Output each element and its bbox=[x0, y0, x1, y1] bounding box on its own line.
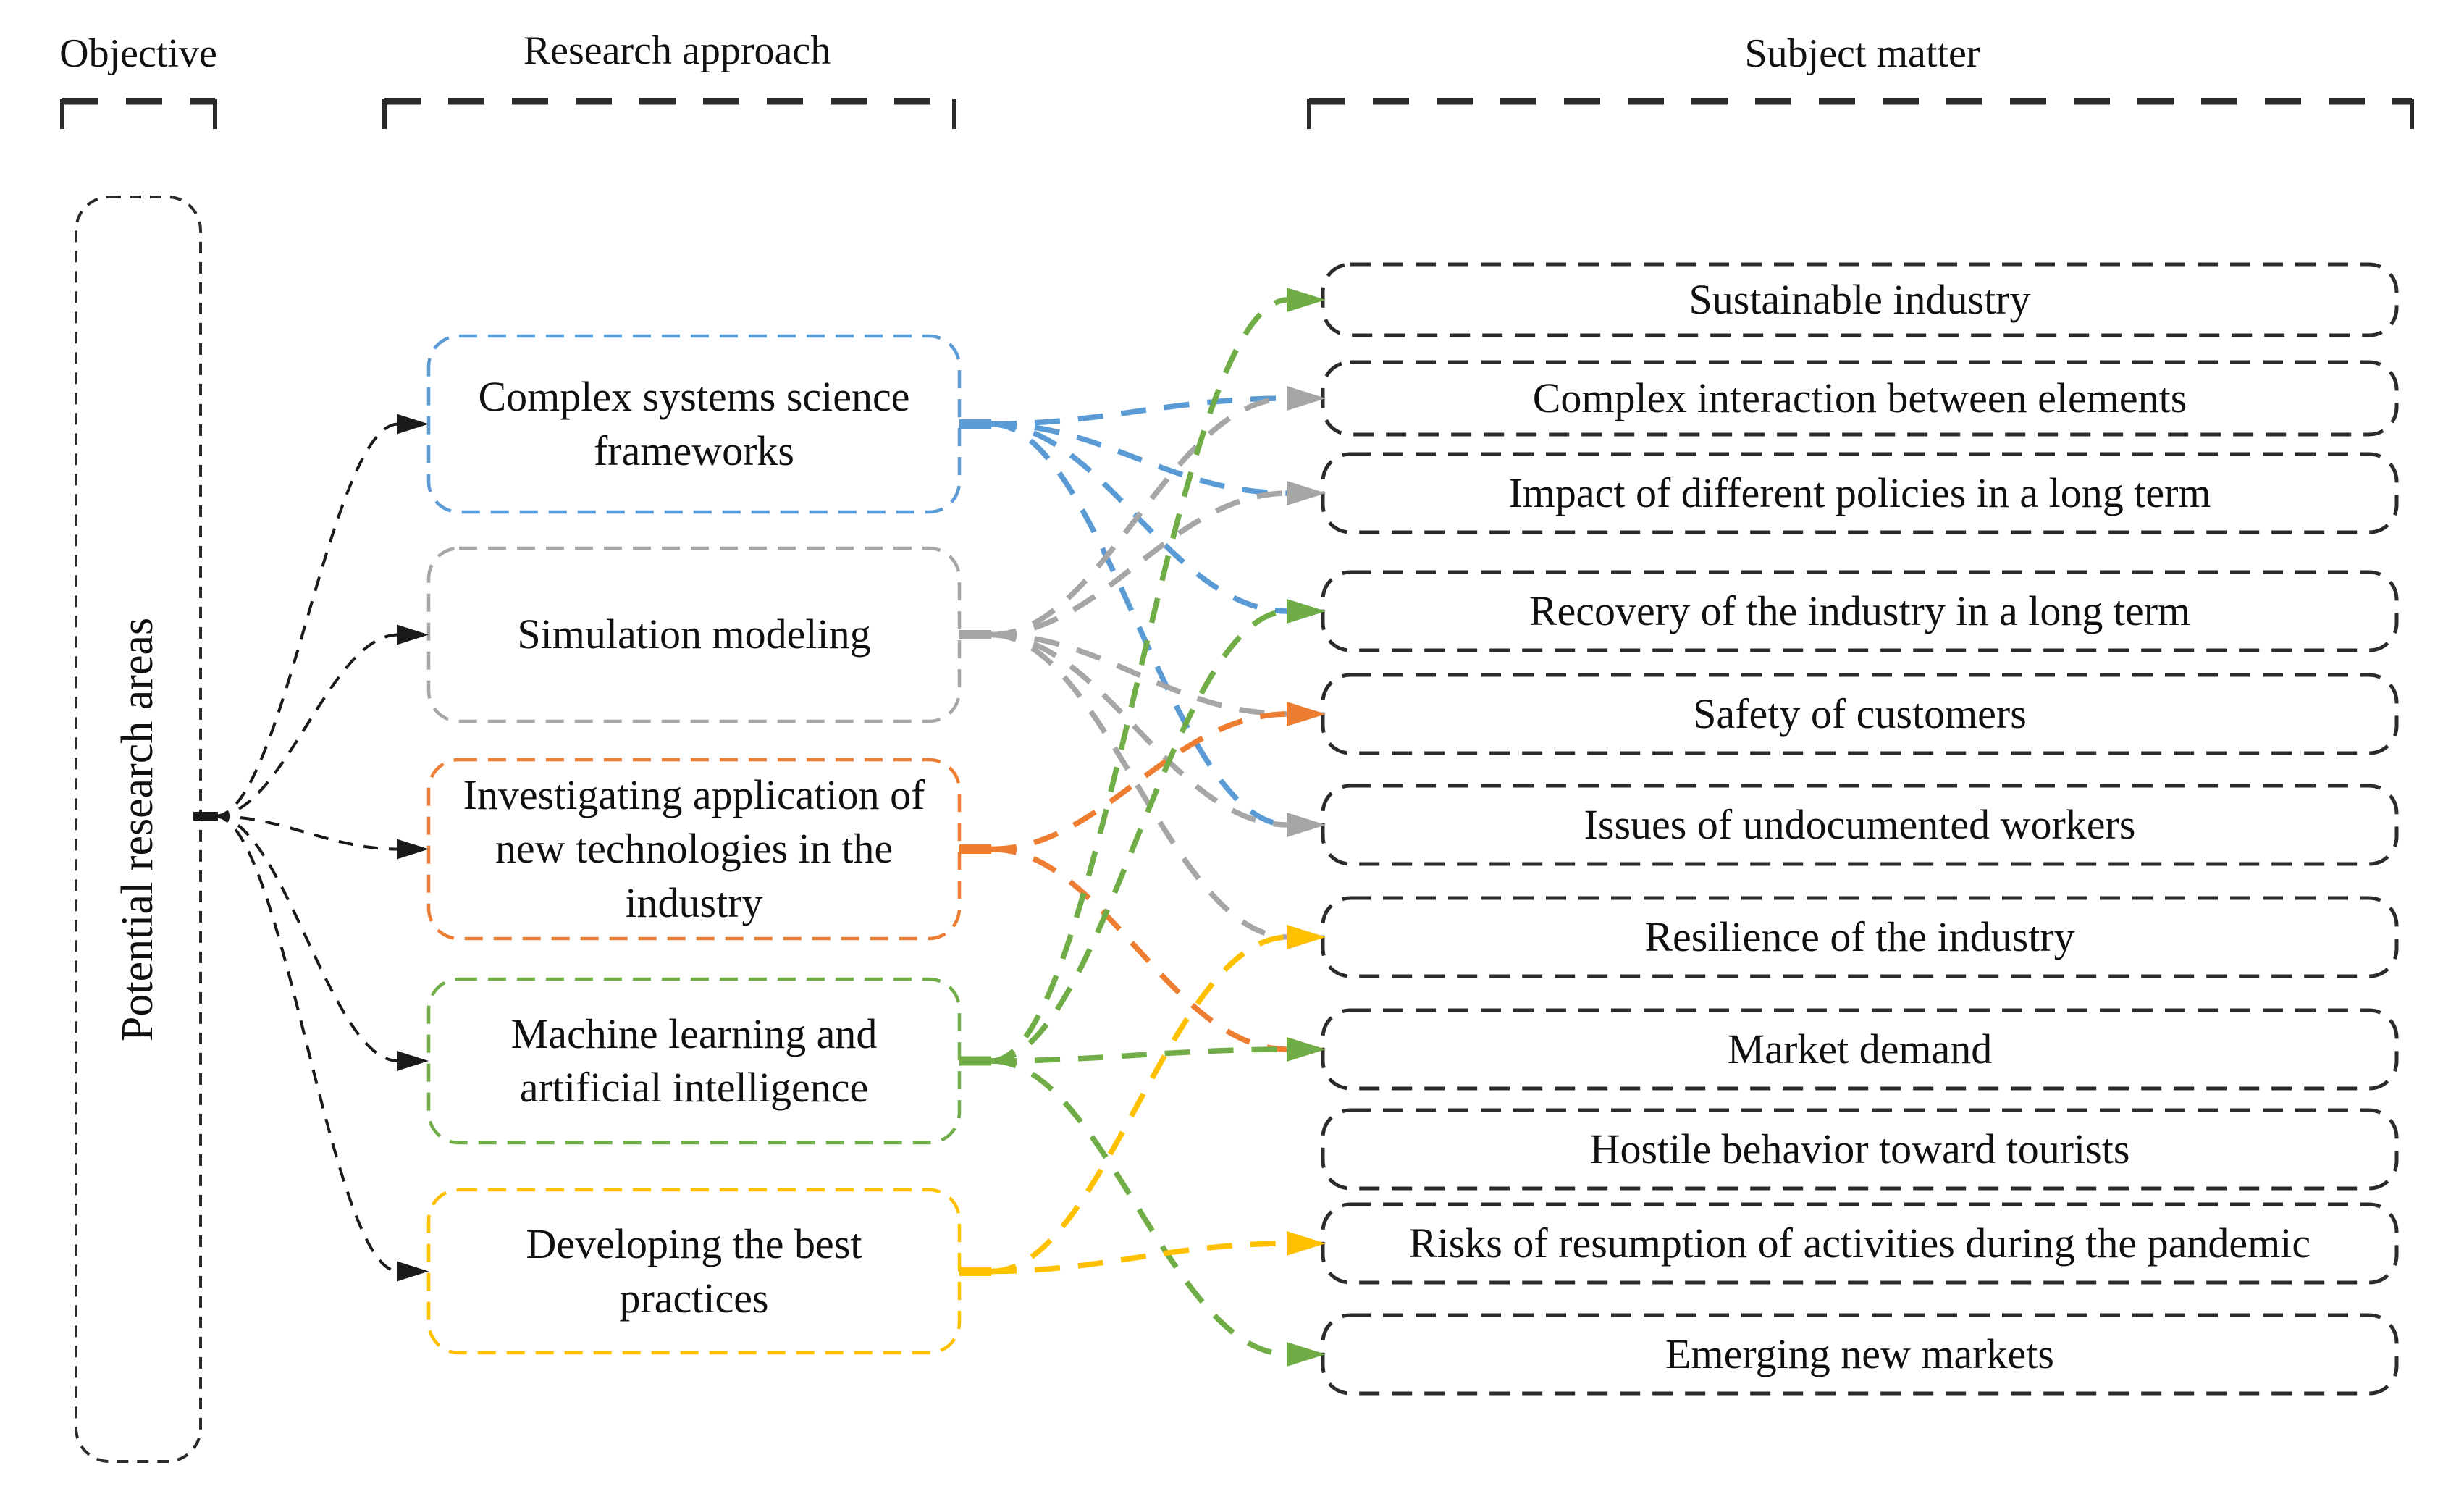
connector-machine-learning--market-demand bbox=[991, 1046, 1289, 1064]
subject-box-emerging-markets: Emerging new markets bbox=[1665, 1330, 2054, 1377]
connector-new-technologies--customer-safety bbox=[991, 711, 1289, 852]
header-subject-matter: Subject matter bbox=[1744, 31, 1980, 76]
box-outline-hostile-behavior bbox=[1321, 1108, 2399, 1191]
connector-simulation-modeling--customer-safety bbox=[991, 631, 1289, 717]
connector-simulation-modeling--complex-interaction bbox=[991, 395, 1289, 638]
subject-box-industry-recovery: Recovery of the industry in a long term bbox=[1529, 587, 2191, 634]
approach-box-complex-systems: Complex systems science frameworks bbox=[478, 373, 910, 474]
connector-complex-systems--undocumented-workers bbox=[991, 421, 1289, 828]
arrowhead-simulation-modeling bbox=[397, 624, 429, 645]
arrowhead-new-technologies bbox=[397, 839, 429, 860]
approach-box-machine-learning: Machine learning and artificial intellig… bbox=[510, 1010, 878, 1111]
arrowhead-complex-systems bbox=[397, 414, 429, 435]
subject-box-hostile-behavior: Hostile behavior toward tourists bbox=[1589, 1125, 2130, 1172]
header-objective: Objective bbox=[59, 31, 217, 76]
connector-best-practices--resumption-risks bbox=[991, 1241, 1289, 1275]
objective-box-potential-research-areas: Potential research areas bbox=[76, 197, 201, 1461]
subject-box-customer-safety: Safety of customers bbox=[1693, 689, 2027, 737]
arrowhead-machine-learning--industry-recovery bbox=[1287, 599, 1326, 624]
arrowhead-best-practices bbox=[397, 1261, 429, 1282]
connector-simulation-modeling--industry-resilience bbox=[991, 631, 1289, 940]
connector-simulation-modeling--undocumented-workers bbox=[991, 631, 1289, 828]
approach-box-new-technologies: Investigating application of new technol… bbox=[463, 771, 925, 926]
connector-complex-systems--complex-interaction bbox=[991, 395, 1289, 427]
connector-machine-learning--industry-recovery bbox=[991, 608, 1289, 1064]
arrowhead-machine-learning--market-demand bbox=[1287, 1037, 1326, 1062]
box-outline-potential-research-areas bbox=[75, 196, 202, 1463]
connector-simulation-modeling--policy-impact bbox=[991, 490, 1289, 638]
arrowhead-simulation-modeling--undocumented-workers bbox=[1287, 813, 1326, 837]
arrowhead-machine-learning--emerging-markets bbox=[1287, 1342, 1326, 1367]
subject-box-resumption-risks: Risks of resumption of activities during… bbox=[1408, 1219, 2311, 1267]
header-research-approach: Research approach bbox=[523, 28, 831, 73]
arrowhead-best-practices--industry-resilience bbox=[1287, 925, 1326, 949]
objective-arrow-new-technologies bbox=[214, 815, 399, 851]
subject-box-sustainable-industry: Sustainable industry bbox=[1689, 275, 2031, 323]
arrowhead-machine-learning--sustainable-industry bbox=[1287, 288, 1326, 312]
connector-machine-learning--sustainable-industry bbox=[991, 297, 1289, 1064]
connector-new-technologies--market-demand bbox=[991, 846, 1289, 1052]
objective-arrow-complex-systems bbox=[214, 422, 399, 818]
box-outline-machine-learning bbox=[426, 977, 962, 1145]
connector-complex-systems--policy-impact bbox=[991, 421, 1289, 496]
objective-label: Potential research areas bbox=[113, 617, 163, 1041]
approach-box-simulation-modeling: Simulation modeling bbox=[517, 610, 871, 658]
connector-best-practices--industry-resilience bbox=[991, 934, 1289, 1275]
subject-box-undocumented-workers: Issues of undocumented workers bbox=[1584, 800, 2136, 848]
arrowhead-new-technologies--customer-safety bbox=[1287, 702, 1326, 726]
objective-arrow-best-practices bbox=[214, 815, 399, 1273]
subject-box-policy-impact: Impact of different policies in a long t… bbox=[1508, 469, 2211, 516]
box-outline-best-practices bbox=[426, 1188, 962, 1355]
subject-box-market-demand: Market demand bbox=[1727, 1025, 1993, 1073]
approach-box-best-practices: Developing the best practices bbox=[526, 1220, 862, 1322]
objective-arrow-simulation-modeling bbox=[214, 633, 399, 818]
arrowhead-best-practices--resumption-risks bbox=[1287, 1231, 1326, 1256]
arrowhead-machine-learning bbox=[397, 1051, 429, 1071]
arrowhead-simulation-modeling--policy-impact bbox=[1287, 481, 1326, 505]
subject-box-industry-resilience: Resilience of the industry bbox=[1644, 912, 2075, 960]
connector-machine-learning--emerging-markets bbox=[991, 1058, 1289, 1357]
objective-arrow-machine-learning bbox=[214, 815, 399, 1062]
arrowhead-simulation-modeling--complex-interaction bbox=[1287, 386, 1326, 411]
subject-box-complex-interaction: Complex interaction between elements bbox=[1532, 374, 2187, 421]
